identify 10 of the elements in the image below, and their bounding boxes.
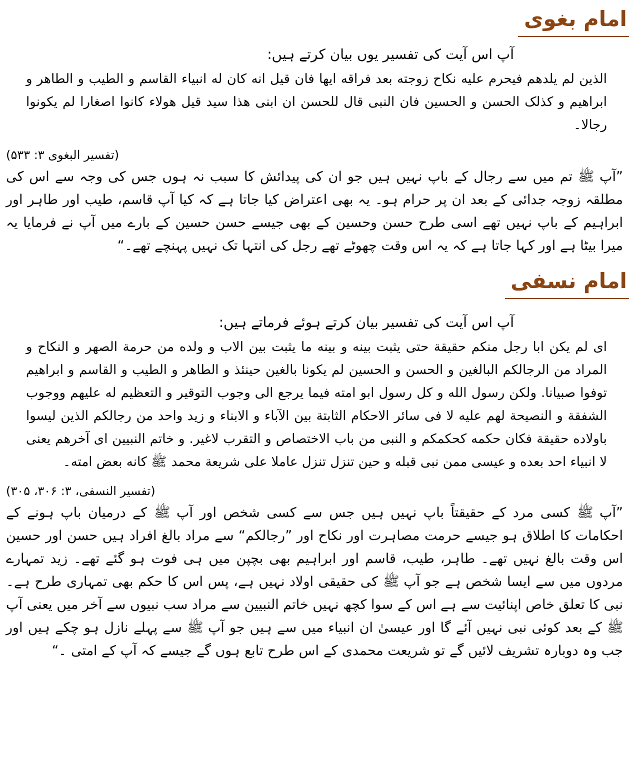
urdu-translation: ”آپ ﷺ تم میں سے رجال کے باپ نہیں ہیں جو ان کی پیدائش کا سبب نہ ہوں جس کی وجہ سے اس کی مطلقہ زوجہ جدائی کے بعد ان پر حرام ہو۔ یہ بھی اعتراض کیا جاتا ہے کہ کیا آپ قاسم، طیب اور طاہر اور ابراہیم کے باپ نہیں تھے اسی طرح حسن وحسین کے بھی جیسے حسن حسین کے بارے میں آپ نے فرمایا یہ میرا بیٹا ہے اور کہا جاتا ہے کہ یہ اس وقت چھوٹے تھے رجل کی انتہا تک نہیں پہنچے تھے۔“ — [4, 166, 624, 256]
arabic-quote: الذین لم یلدهم فیحرم علیه نکاح زوجته بعد فراقه ایها فان قیل انه کان له انبیاء القاسم و الطیب و الطاهر و ابراهیم و کذلک الحسن و الحسین فان النبی قال للحسن ان ابنی هذا سید قیل هولاء کانوا اصغارا لم یکونوا رجالا۔ — [24, 71, 608, 135]
arabic-quote: ای لم یکن ابا رجل منکم حقیقة حتی یثبت بینه و بینه ما یثبت بین الاب و ولده من حرمة الصهر و النکاح و المراد من الرجالکم البالغین و الحسن و الحسین لم یکونا بالغین حینئذ و الطاهر و الطیب و القاسم و ابراهیم توفوا صبیانا. ولکن رسول الله و کل رسول ابو امته فیما یرجع الی وجوب التوقیر و التعظیم له علیهم ووجوب الشفقة و النصیحة لهم علیه لا فی سائر الاحکام الثابتة بین الآباء و الابناء و زید واحد من رجالکم الذین لیسوا باولاده حقیقة فکان حکمه کحکمکم و النبی من باب الاختصاص و التقرب لاغیر. و خاتم النبیین ای آخرهم یعنی لا انبیاء احد بعده و عیسی ممن نبی قبله و حین تنزل تنزل عاملا علی شریعة محمد ﷺ کانه بعض امته۔ — [24, 339, 608, 472]
intro-text: آپ اس آیت کی تفسیر یوں بیان کرتے ہیں: — [266, 45, 516, 65]
section-heading: امام نسفی — [504, 266, 629, 299]
section-heading: امام بغوی — [518, 4, 629, 37]
urdu-translation: ”آپ ﷺ کسی مرد کے حقیقتاً باپ نہیں ہیں جس سے کسی شخص اور آپ ﷺ کے درمیان باپ ہونے کے احکامات کا اطلاق ہو جیسے حرمت مصاہرت اور نکاح اور ”رجالکم“ سے مراد بالغ افراد ہیں حسن اور حسین اس وقت بالغ نہیں تھے۔ طاہر، طیب، قاسم اور ابراہیم بھی بچپن میں ہی فوت ہو گئے تھے۔ زید تمہارے مردوں میں سے ایسا شخص ہے جو آپ ﷺ کی حقیقی اولاد نہیں ہے، پس اس کا حکم بھی تمہاری طرح ہے۔ نبی کا تعلق خاص اپنائیت سے ہے اس کے سوا کچھ نہیں خاتم النبیین سے مراد سب نبیوں سے آخر میں یعنی آپ ﷺ کے بعد کوئی نبی نہیں آئے گا اور عیسیٰ ان انبیاء میں سے ہیں جو آپ ﷺ سے پہلے نازل ہو چکے ہیں اور جب وہ دوبارہ تشریف لائیں گے تو شریعت محمدی کے اس طرح تابع ہوں گے جیسے کہ آپ کے امتی ۔“ — [4, 502, 624, 661]
source-reference: (تفسیر البغوی ۳: ۵۳۳) — [5, 147, 120, 164]
intro-text: آپ اس آیت کی تفسیر بیان کرتے ہوئے فرماتے ہیں: — [218, 313, 516, 333]
source-reference: (تفسیر النسفی، ۳: ۳۰۶، ۳۰۵) — [5, 483, 156, 500]
